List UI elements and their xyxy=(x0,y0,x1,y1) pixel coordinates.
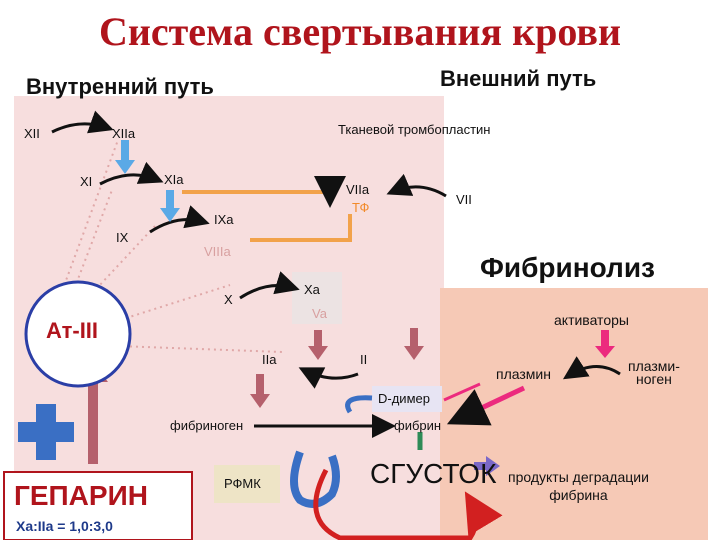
blue-arrows xyxy=(115,140,180,222)
factor-va: Va xyxy=(312,306,327,321)
clot-label: СГУСТОК xyxy=(370,458,497,489)
fibrin-label: фибрин xyxy=(394,418,442,433)
extrinsic-path-heading: Внешний путь xyxy=(440,66,597,91)
xa-iia-ratio: Xa:IIa = 1,0:3,0 xyxy=(16,518,113,534)
magenta-arrows xyxy=(595,330,615,358)
ddimer-arrow xyxy=(345,395,373,414)
rfmk-label: РФМК xyxy=(224,476,261,491)
tissue-factor-label: ТФ xyxy=(352,200,370,215)
heparin-box xyxy=(3,471,193,540)
factor-xa: Xa xyxy=(304,282,320,297)
plus-cross xyxy=(18,404,74,460)
factor-xii: XII xyxy=(24,126,40,141)
at3-circle xyxy=(24,280,132,388)
factor-xi: XI xyxy=(80,174,93,189)
factor-xia: XIa xyxy=(164,172,184,187)
factor-iia: IIa xyxy=(262,352,277,367)
clot-ring xyxy=(313,468,503,540)
heparin-label: ГЕПАРИН xyxy=(14,480,148,511)
page-title: Система свертывания крови xyxy=(98,9,622,54)
at3-label: Ат-III xyxy=(46,318,99,343)
ddimer-box xyxy=(372,386,442,412)
factor-xiia: XIIa xyxy=(112,126,136,141)
intrinsic-path-heading: Внутренний путь xyxy=(26,74,214,99)
tissue-thromboplastin: Тканевой тромбопластин xyxy=(338,122,491,137)
maroon-arrows xyxy=(250,328,424,408)
degradation-products-label: продукты деградации фибрина xyxy=(508,469,649,503)
plasmin-label: плазмин xyxy=(496,366,551,382)
fibrinolysis-heading: Фибринолиз xyxy=(480,252,655,283)
factor-viia: VIIa xyxy=(346,182,370,197)
activation-arrows xyxy=(51,110,621,389)
factor-ii: II xyxy=(360,352,368,367)
vaa-box xyxy=(292,272,342,324)
activators-label: активаторы xyxy=(554,312,629,328)
factor-viiia: VIIIa xyxy=(204,244,231,259)
factor-ixa: IXa xyxy=(214,212,234,227)
orange-arrows xyxy=(182,176,352,242)
factor-x: X xyxy=(224,292,233,307)
plasmin-ddimer-arrow xyxy=(443,382,481,402)
heparin-at3-arrow xyxy=(78,362,108,464)
ddimer-label: D-димер xyxy=(378,391,430,406)
degradation-arrow xyxy=(474,456,500,476)
factor-vii: VII xyxy=(456,192,472,207)
plasmin-fibrin-arrow xyxy=(446,385,526,426)
rfmk-box xyxy=(214,465,280,503)
factor-ix: IX xyxy=(116,230,129,245)
fibrinogen-label: фибриноген xyxy=(170,418,244,433)
plasminogen-label: плазми- ноген xyxy=(628,358,680,387)
